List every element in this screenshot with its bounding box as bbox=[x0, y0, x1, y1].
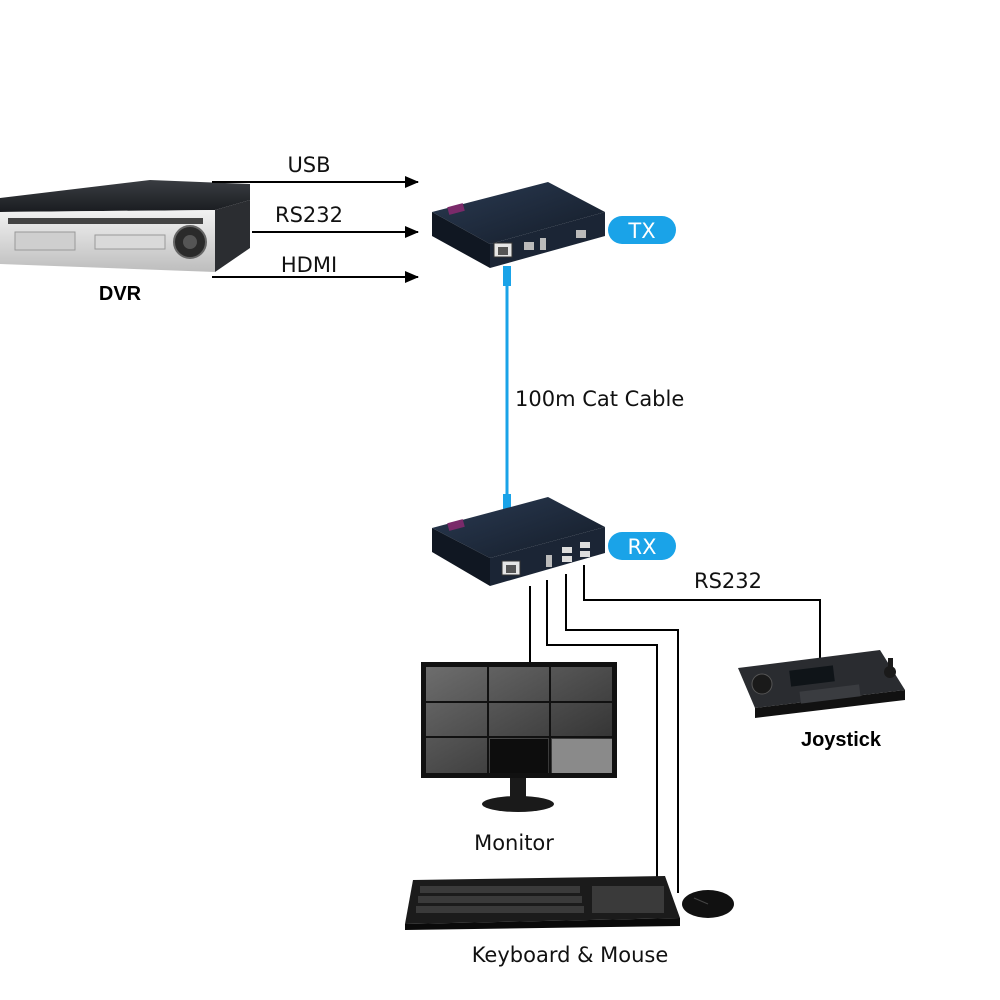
joystick-device bbox=[738, 650, 905, 718]
cable-connector-top bbox=[503, 266, 511, 286]
rx-to-joystick-line bbox=[583, 565, 821, 660]
cat-cable-label: 100m Cat Cable bbox=[515, 387, 684, 411]
rs232-out-label: RS232 bbox=[694, 569, 762, 593]
monitor-label: Monitor bbox=[474, 831, 554, 855]
keyboard-mouse-label: Keyboard & Mouse bbox=[472, 943, 669, 967]
hdmi-label: HDMI bbox=[281, 253, 337, 277]
dvr-label: DVR bbox=[99, 283, 142, 305]
rx-to-keyboard-line bbox=[546, 580, 658, 880]
rx-label: RX bbox=[628, 535, 657, 559]
keyboard-device bbox=[405, 876, 680, 930]
rx-to-mouse-line bbox=[565, 574, 679, 893]
tx-label: TX bbox=[627, 219, 655, 243]
mouse-device bbox=[682, 890, 734, 918]
rx-badge bbox=[608, 532, 676, 560]
rx-device bbox=[432, 497, 605, 586]
tx-device bbox=[432, 182, 605, 268]
tx-badge bbox=[608, 216, 676, 244]
usb-label: USB bbox=[287, 153, 330, 177]
monitor-device bbox=[421, 662, 617, 812]
rs232-in-label: RS232 bbox=[275, 203, 343, 227]
joystick-label: Joystick bbox=[801, 729, 882, 751]
cable-connector-bottom bbox=[503, 494, 511, 514]
dvr-device bbox=[0, 180, 250, 272]
